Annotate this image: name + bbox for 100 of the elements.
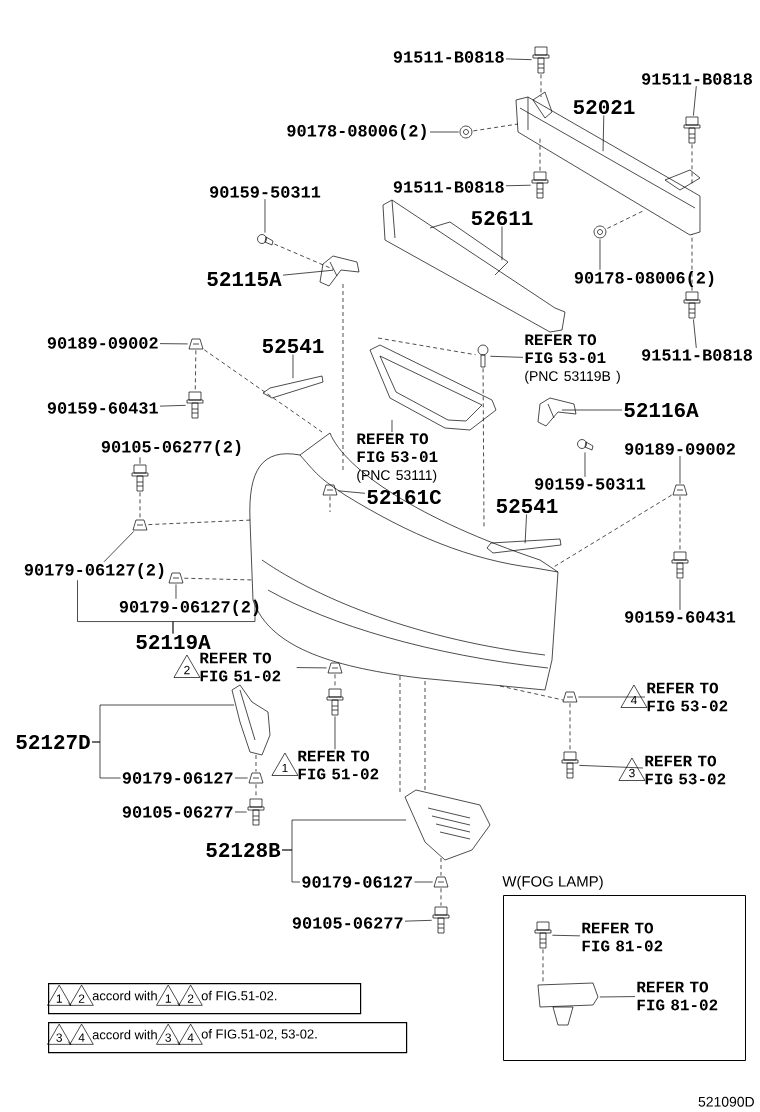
grille-drawing — [369, 344, 497, 431]
leader-line — [569, 703, 571, 751]
part-number: 90179-06127(2) — [119, 600, 259, 616]
part-number: 52541 — [496, 498, 558, 514]
leader-line — [175, 584, 177, 600]
leader-line — [501, 226, 503, 261]
leader-line — [693, 319, 697, 349]
bracket-drawing — [231, 684, 271, 756]
leader-line — [552, 934, 581, 937]
bolt-icon — [186, 391, 204, 419]
leader-line — [540, 74, 542, 98]
leader-line — [599, 239, 601, 271]
clip-icon — [248, 772, 264, 784]
pin-icon — [477, 344, 489, 368]
leader-line — [490, 355, 524, 358]
leader-line — [159, 343, 188, 345]
part-number: 52128B — [206, 842, 281, 858]
clip-icon — [327, 662, 343, 674]
part-number: 52021 — [573, 99, 635, 115]
part-number: 91511-B0818 — [393, 181, 504, 193]
leader-line — [338, 490, 366, 494]
leader-line — [440, 888, 442, 906]
bolt-icon — [534, 921, 552, 949]
leader-line — [204, 349, 323, 433]
reference-note: REFER TO FIG 51-02 — [298, 750, 379, 780]
clip-icon — [562, 691, 578, 703]
note-text: accord with — [92, 990, 157, 1001]
leader-line — [139, 456, 141, 464]
leader-line — [329, 496, 331, 513]
leader-line — [691, 233, 693, 291]
figure-code: 521090D — [698, 1096, 754, 1107]
clip-icon — [433, 876, 449, 888]
leader-line — [578, 696, 646, 698]
leader-line — [424, 680, 426, 793]
part-number: 91511-B0818 — [642, 349, 752, 361]
leader-line — [679, 579, 681, 611]
note-text: accord with — [92, 1029, 157, 1040]
leader-line — [539, 137, 541, 171]
leader-line — [679, 496, 681, 551]
leader-line — [234, 811, 247, 813]
leader-line — [404, 919, 432, 922]
part-number: 52119A — [136, 634, 211, 650]
fog-cover-drawing — [404, 789, 491, 861]
part-number: 52127D — [16, 734, 90, 750]
leader-line — [584, 452, 586, 478]
leader-line — [473, 123, 519, 132]
screw-icon — [257, 234, 274, 246]
part-number: 52541 — [262, 338, 324, 354]
leader-line — [148, 519, 253, 525]
leader-line — [274, 243, 334, 270]
absorber-drawing — [382, 199, 566, 333]
bolt-icon — [561, 751, 579, 779]
leader-line — [377, 337, 476, 356]
leader-line — [691, 144, 693, 186]
leader-line — [334, 674, 336, 688]
leader-line — [391, 419, 393, 433]
part-number: 90178-08006(2) — [574, 271, 714, 287]
screw-icon — [577, 439, 594, 451]
note-text: of FIG.51-02. — [201, 990, 277, 1001]
part-number: 52611 — [471, 210, 533, 226]
part-number: 52116A — [624, 402, 699, 418]
part-number: 90189-09002 — [625, 443, 735, 455]
leader-line — [255, 754, 257, 772]
leader-line — [342, 283, 344, 471]
node-label: W(FOG LAMP) — [502, 875, 603, 890]
clip-icon — [168, 572, 184, 584]
part-number: 90159-50311 — [535, 478, 646, 490]
part-number: 91511-B0818 — [393, 51, 504, 63]
leader-line — [499, 685, 564, 701]
leader-line — [91, 741, 121, 779]
part-number: 90159-50311 — [210, 186, 321, 198]
leader-line — [194, 350, 197, 391]
reference-note: REFER TO FIG 53-02 — [647, 682, 728, 712]
leader-line — [255, 784, 257, 798]
bolt-icon — [671, 551, 689, 579]
part-number: 90159-60431 — [625, 611, 736, 623]
leader-line — [429, 131, 459, 133]
leader-line — [281, 849, 301, 883]
leader-line — [505, 58, 532, 61]
leader-line — [292, 354, 294, 379]
bolt-icon — [683, 291, 701, 319]
reference-note: REFER TO FIG 81-02 — [637, 981, 718, 1011]
leader-line — [679, 455, 681, 484]
reference-note: REFER TO FIG 81-02 — [582, 922, 663, 952]
bolt-icon — [131, 464, 149, 492]
leader-line — [524, 514, 527, 544]
leader-line — [77, 579, 174, 634]
reference-note: REFER TO FIG 53-01 (PNC 53111) — [357, 433, 438, 483]
leader-line — [139, 492, 141, 519]
nut-icon — [459, 125, 473, 139]
leader-line — [602, 115, 605, 152]
part-number: 90179-06127 — [302, 876, 412, 888]
reference-note: REFER TO FIG 51-02 — [200, 652, 281, 682]
leader-line — [159, 404, 186, 407]
part-number: 90179-06127 — [122, 772, 233, 784]
bolt-icon — [532, 46, 550, 74]
bolt-icon — [326, 688, 344, 716]
part-number: 90105-06277 — [122, 806, 233, 818]
note-text: of FIG.51-02, 53-02. — [201, 1029, 317, 1041]
leader-line — [103, 531, 135, 563]
